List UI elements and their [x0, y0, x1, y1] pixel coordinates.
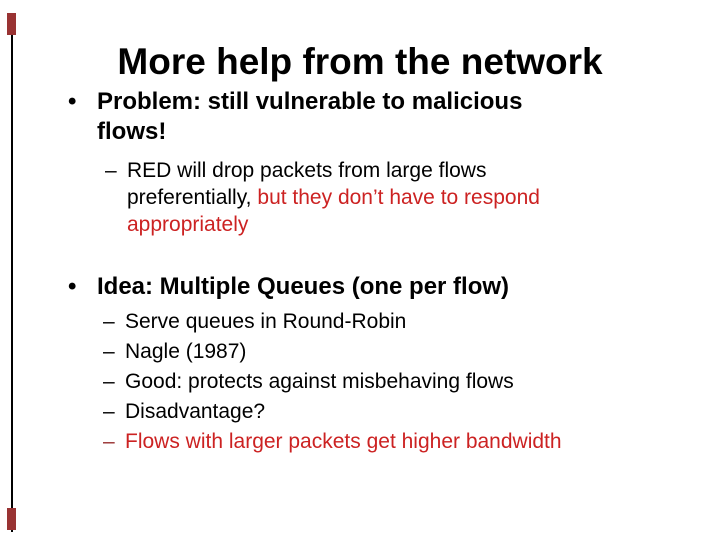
sub1-line2-red-text: but they don’t have to respond — [257, 186, 540, 209]
list-item-good: –Good: protects against misbehaving flow… — [103, 367, 562, 397]
left-accent-cap-top-icon — [7, 13, 16, 35]
bullet-dot-icon: • — [68, 88, 77, 115]
slide-title: More help from the network — [117, 41, 603, 82]
dash-icon: – — [105, 159, 117, 182]
bullet-problem-line1: Problem: still vulnerable to malicious — [97, 88, 523, 115]
list-item-disadvantage: –Disadvantage? — [103, 397, 562, 427]
dash-icon: – — [103, 430, 115, 453]
list-item-text: Good: protects against misbehaving flows — [125, 370, 514, 393]
bullet-dot-icon: • — [68, 273, 77, 300]
sub1-line2: preferentially,but they don’t have to re… — [105, 184, 540, 211]
list-item-text: Flows with larger packets get higher ban… — [125, 430, 562, 453]
list-item-serve-queues: –Serve queues in Round-Robin — [103, 307, 562, 337]
sub1-line1-text: RED will drop packets from large flows — [127, 159, 487, 182]
list-item-text: Serve queues in Round-Robin — [125, 310, 407, 333]
sub-bullet-list: –Serve queues in Round-Robin –Nagle (198… — [103, 307, 562, 457]
dash-icon: – — [103, 340, 115, 363]
list-item-flows-bandwidth: –Flows with larger packets get higher ba… — [103, 427, 562, 457]
sub-bullet-red-behavior: –RED will drop packets from large flows … — [105, 157, 540, 238]
dash-icon: – — [103, 310, 115, 333]
sub1-line1: –RED will drop packets from large flows — [105, 157, 540, 184]
list-item-text: Disadvantage? — [125, 400, 266, 423]
dash-icon: – — [103, 400, 115, 423]
bullet-idea: Idea: Multiple Queues (one per flow) — [97, 273, 510, 300]
dash-icon: – — [103, 370, 115, 393]
list-item-nagle: –Nagle (1987) — [103, 337, 562, 367]
bullet-problem-line2: flows! — [97, 118, 167, 145]
bullet-problem: Problem: still vulnerable to malicious f… — [97, 87, 522, 147]
list-item-text: Nagle (1987) — [125, 340, 247, 363]
sub1-line2-black-text: preferentially, — [127, 186, 252, 209]
left-accent-bar — [11, 13, 13, 532]
left-accent-cap-bottom-icon — [7, 508, 16, 530]
sub1-line3-red-text: appropriately — [127, 213, 249, 236]
